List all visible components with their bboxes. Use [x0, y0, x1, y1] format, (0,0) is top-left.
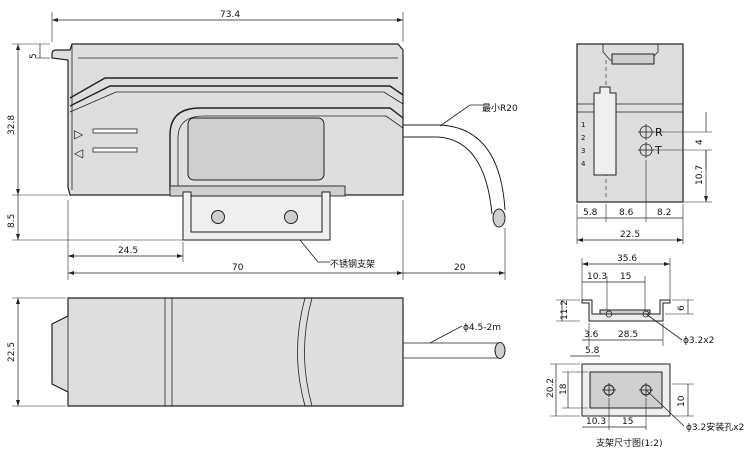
bracket-plan-view: ϕ3.2安装孔x2 20.2 18 10 10.3 15 支架尺寸图(1:2) [546, 363, 744, 449]
dim-bracket-thickness: 3.6 [584, 330, 599, 340]
dim-bracket-plan-slot: 10 [677, 395, 687, 407]
dim-bracket-plan-left: 10.3 [586, 417, 606, 427]
bottom-view: ϕ4.5-2m 22.5 [7, 297, 506, 407]
label-mount-hole-callout: ϕ3.2安装孔x2 [686, 421, 744, 433]
dim-side-width: 22.5 [620, 230, 640, 240]
label-bracket-material: 不锈钢支架 [330, 258, 375, 270]
sensor-body-side [576, 43, 684, 203]
dim-bracket-inner: 28.5 [618, 330, 638, 340]
dim-front-height: 32.8 [7, 115, 17, 135]
indicator-t: T [654, 144, 662, 157]
side-view: 1 2 3 4 R T 4 10.7 5.8 8.6 8.2 22.5 [576, 43, 712, 244]
dim-overall-width: 73.4 [220, 10, 240, 20]
dim-bracket-plan-pitch: 15 [622, 417, 633, 427]
dim-side-a: 5.8 [583, 208, 598, 218]
dim-bottom-width: 22.5 [7, 342, 17, 362]
bracket-drawing-title: 支架尺寸图(1:2) [596, 437, 663, 449]
dim-side-hole-pitch: 4 [695, 139, 705, 145]
arrow-right-icon: ▷ [74, 127, 84, 141]
dim-side-c: 8.2 [657, 208, 671, 218]
arrow-left-icon: ◁ [73, 146, 83, 160]
display-window [187, 117, 325, 181]
dim-bracket-plan-inner: 18 [559, 383, 569, 395]
dim-bracket-drop: 8.5 [7, 214, 17, 228]
dim-top-step: 5 [29, 53, 39, 59]
pin-1: 1 [581, 121, 585, 129]
pin-2: 2 [581, 134, 585, 142]
dim-bracket-offset: 24.5 [118, 246, 138, 256]
front-view: 73.4 ▷ ◁ 最小R20 [7, 10, 518, 280]
dim-bracket-plan-offset: 5.8 [585, 346, 600, 356]
dim-bracket-plan-height: 20.2 [546, 378, 556, 398]
label-hole-callout: ϕ3.2x2 [683, 336, 714, 346]
dim-bracket-height: 11.2 [560, 300, 570, 320]
pin-4: 4 [581, 160, 586, 168]
dim-bracket-flange: 6 [677, 305, 687, 311]
dim-bracket-left: 10.3 [587, 272, 607, 282]
bracket-front-view: 35.6 10.3 15 ϕ3.2x2 11.2 6 3.6 28.5 5.8 [556, 254, 714, 357]
dim-bracket-pitch: 15 [620, 272, 631, 282]
sensor-body-bottom [51, 297, 404, 407]
indicator-r: R [655, 126, 663, 139]
dim-side-b: 8.6 [619, 208, 634, 218]
dim-cable-extension: 20 [454, 263, 466, 273]
pin-3: 3 [581, 147, 585, 155]
label-cable: ϕ4.5-2m [463, 323, 501, 333]
dim-side-hole-height: 10.7 [695, 165, 705, 185]
dim-bracket-total: 35.6 [617, 254, 637, 264]
dim-body-length: 70 [232, 263, 244, 273]
label-min-radius: 最小R20 [482, 103, 518, 114]
